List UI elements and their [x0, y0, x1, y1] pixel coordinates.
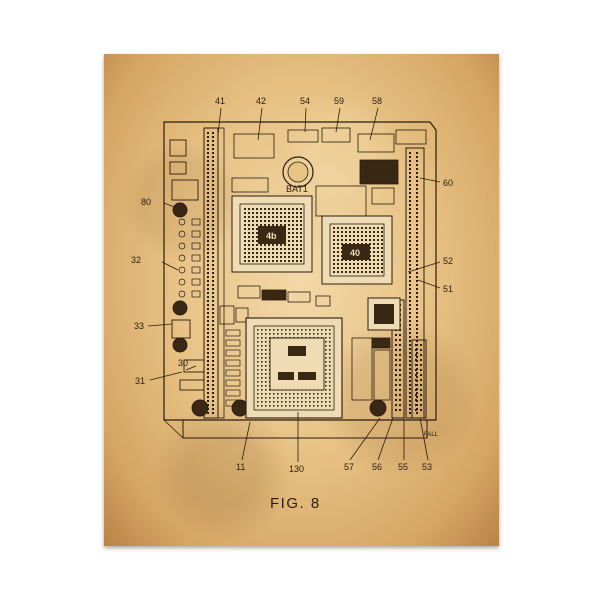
ref-53: 53	[422, 462, 432, 472]
ref-32: 32	[131, 255, 141, 265]
ref-54: 54	[300, 96, 310, 106]
ref-30: 30	[178, 358, 188, 368]
chip-label-4b: 4b	[266, 231, 277, 241]
ref-57: 57	[344, 462, 354, 472]
parchment-poster	[104, 54, 499, 546]
middle-components	[219, 285, 331, 325]
corner-label: FALL	[424, 432, 439, 438]
ref-42: 42	[256, 96, 266, 106]
circuit-board	[163, 121, 437, 439]
ref-51: 51	[443, 284, 453, 294]
ref-80: 80	[141, 197, 151, 207]
ref-130: 130	[289, 464, 304, 474]
cpu-socket	[245, 317, 343, 419]
chip-label-40: 40	[350, 248, 360, 258]
ref-31: 31	[135, 376, 145, 386]
top-components	[231, 127, 427, 217]
ref-55: 55	[398, 462, 408, 472]
battery-label: BAT1	[286, 184, 308, 194]
reference-numerals-bottom: 11 130 57 56 55 53	[236, 462, 432, 474]
ref-52: 52	[443, 256, 453, 266]
reference-numerals-top: 41 42 54 59 58	[215, 96, 382, 106]
figure-caption: FIG. 8	[270, 495, 321, 512]
ref-59: 59	[334, 96, 344, 106]
ref-33: 33	[134, 321, 144, 331]
ref-41: 41	[215, 96, 225, 106]
bga-chip-40	[321, 215, 393, 285]
ref-56: 56	[372, 462, 382, 472]
left-connector-strip	[203, 127, 225, 419]
ref-11: 11	[236, 462, 245, 472]
reference-numerals-right: 60 52 51	[443, 178, 453, 294]
ref-60: 60	[443, 178, 453, 188]
left-components	[169, 139, 387, 417]
leader-lines	[147, 107, 441, 462]
reference-numerals-left: 80 32 33 30 31	[131, 197, 188, 386]
bga-chip-4b	[231, 195, 313, 273]
ref-58: 58	[372, 96, 382, 106]
qfp-chip	[367, 297, 401, 331]
lower-right-components	[351, 337, 391, 401]
